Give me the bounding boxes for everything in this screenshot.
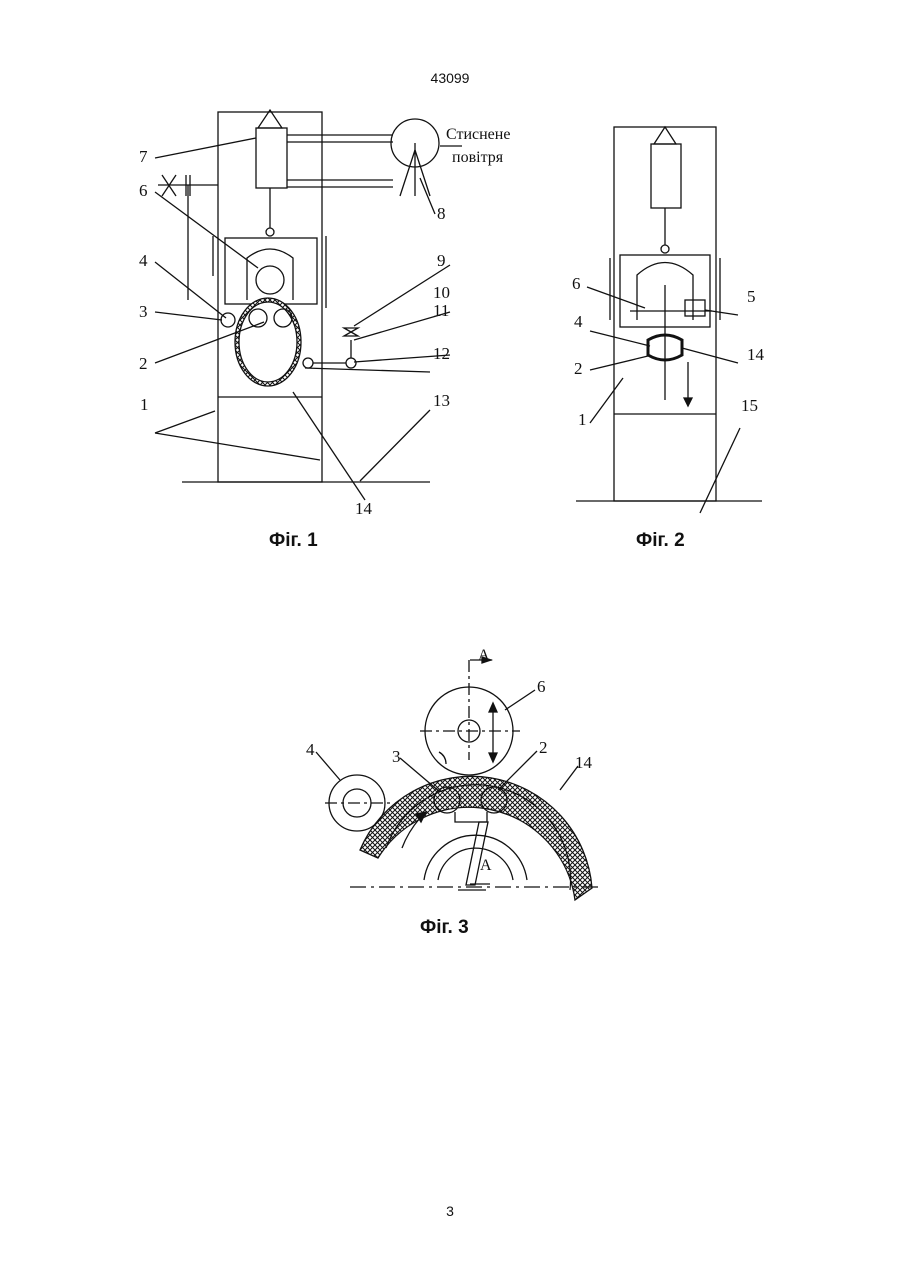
fig1-label-13: 13 [433, 391, 450, 410]
fig1-label-11: 11 [433, 301, 449, 320]
fig3-label-2: 2 [539, 738, 548, 757]
fig2-label-4: 4 [574, 312, 583, 331]
fig1-label-14: 14 [355, 499, 373, 518]
figure-1 [155, 110, 462, 500]
figure-1-caption: Фіг. 1 [269, 530, 318, 552]
fig3-label-4: 4 [306, 740, 315, 759]
fig3-label-6: 6 [537, 677, 546, 696]
fig2-label-14: 14 [747, 345, 765, 364]
fig3-label-3: 3 [392, 747, 401, 766]
fig2-label-2: 2 [574, 359, 583, 378]
figure-3 [316, 657, 598, 900]
fig1-label-12: 12 [433, 344, 450, 363]
fig3-section-marker-bottom: A [480, 857, 492, 874]
figure-2 [576, 127, 762, 513]
fig2-label-1: 1 [578, 410, 587, 429]
fig1-label-3: 3 [139, 302, 148, 321]
fig2-label-6: 6 [572, 274, 581, 293]
fig3-section-marker-top: A [478, 647, 490, 664]
fig1-label-6: 6 [139, 181, 148, 200]
fig2-label-15: 15 [741, 396, 758, 415]
fig1-label-10: 10 [433, 283, 450, 302]
fig1-label-8: 8 [437, 204, 446, 223]
figure-3-caption: Фіг. 3 [420, 917, 469, 939]
fig1-label-4: 4 [139, 251, 148, 270]
fig1-label-1: 1 [140, 395, 149, 414]
fig1-annotation-line2: повітря [452, 149, 504, 166]
fig1-label-7: 7 [139, 147, 148, 166]
fig1-label-9: 9 [437, 251, 446, 270]
figure-2-labels: 1 2 4 5 6 14 15 [572, 274, 765, 429]
fig2-label-5: 5 [747, 287, 756, 306]
page-number: 3 [0, 1203, 900, 1219]
fig1-label-2: 2 [139, 354, 148, 373]
figure-2-caption: Фіг. 2 [636, 530, 685, 552]
fig1-annotation-line1: Стиснене [446, 126, 510, 143]
fig3-label-14: 14 [575, 753, 593, 772]
